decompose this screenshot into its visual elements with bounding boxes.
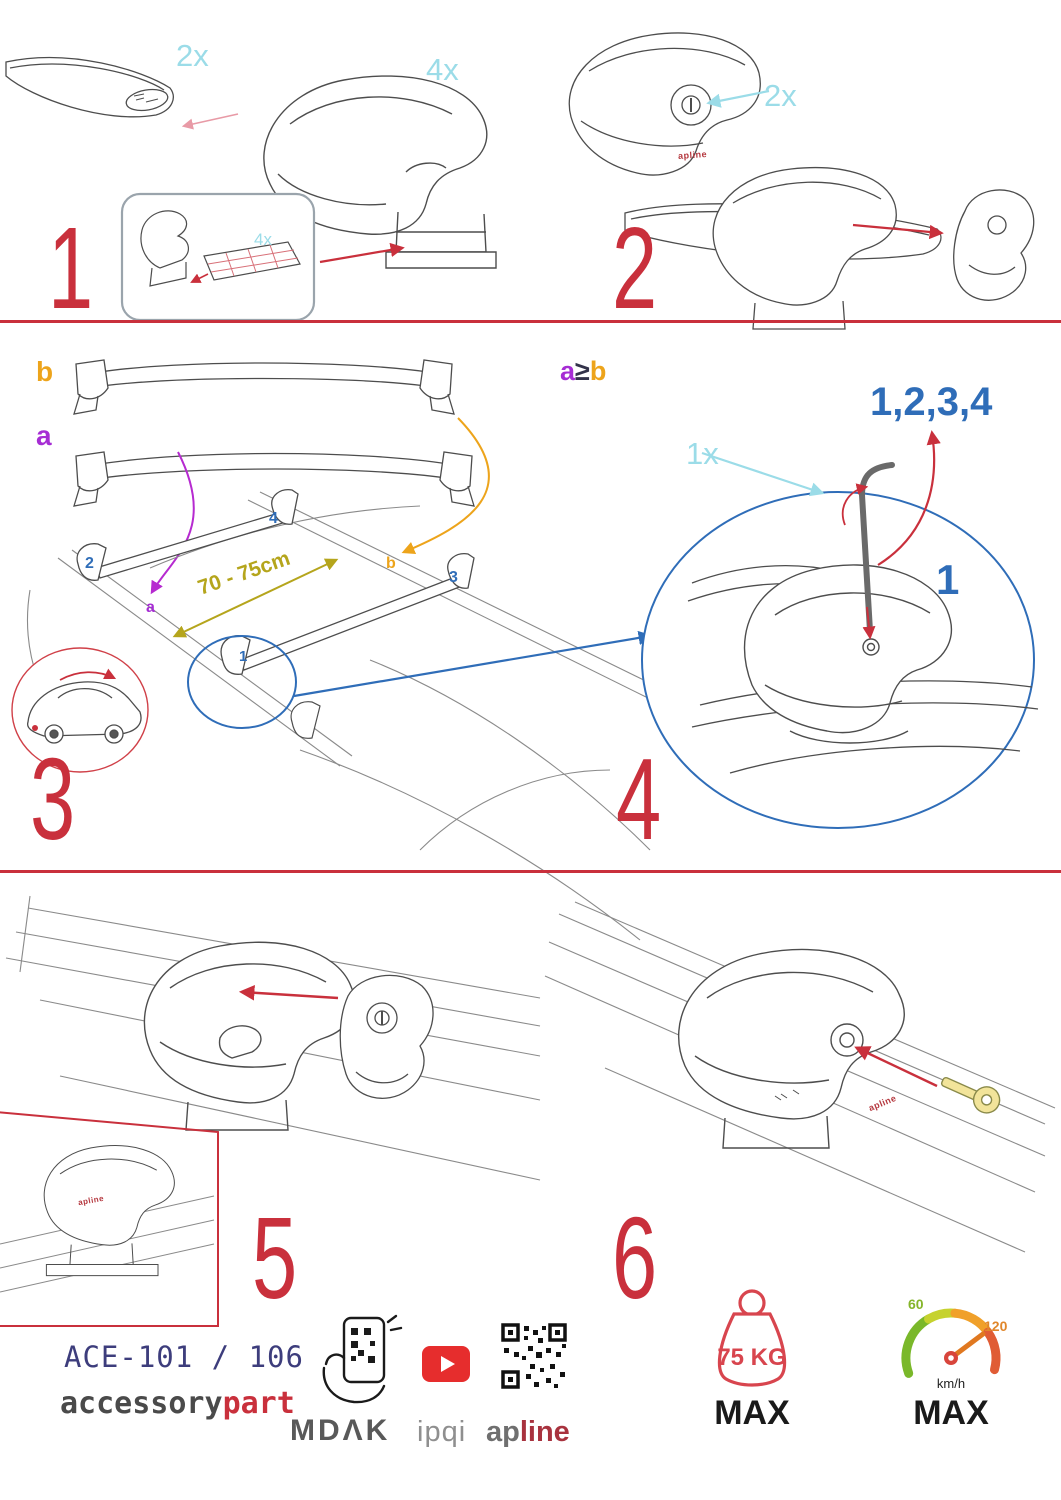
step1-number: 1 <box>48 203 93 333</box>
step2-number: 2 <box>612 203 657 333</box>
step4-number: 4 <box>616 734 661 864</box>
section-divider-1 <box>0 320 1061 323</box>
step5-illustration <box>0 895 541 1327</box>
foot-closeup-drawing <box>743 564 952 744</box>
crossbar-tube-drawing <box>5 56 174 118</box>
sequence-first-label: 1 <box>936 556 960 603</box>
inset-frame <box>0 1111 219 1327</box>
model-number: ACE-101 / 106 <box>64 1340 304 1374</box>
speed-unit-label: km/h <box>936 1376 966 1391</box>
car-inset <box>11 647 149 773</box>
lock-cover-drawing <box>339 974 434 1099</box>
step4-tool-qty: 1x <box>686 436 719 471</box>
roof-foot-1-label: 1 <box>239 648 248 665</box>
mdak-logo: MDΛK <box>290 1414 391 1447</box>
rear-crossbar-drawing <box>76 489 299 581</box>
step1-illustration <box>5 56 497 322</box>
step1-bar-qty: 2x <box>176 38 209 73</box>
foot-with-lock-drawing <box>677 948 905 1149</box>
condition-gte: ≥ <box>575 356 590 386</box>
youtube-icon <box>422 1346 470 1382</box>
speedometer-icon <box>901 1308 1001 1378</box>
foot-drawing <box>263 75 497 269</box>
condition-a: a <box>560 356 576 386</box>
roof-foot-4-label: 4 <box>269 510 278 527</box>
step6-number: 6 <box>612 1193 657 1323</box>
max-weight-value: 75 KG <box>717 1344 787 1371</box>
front-crossbar-drawing <box>220 553 475 675</box>
mounted-foot-inset-drawing <box>43 1145 175 1277</box>
phone-qr-scan-icon <box>322 1314 403 1404</box>
step2-lock-qty: 2x <box>764 78 797 113</box>
apline-gray: ap <box>486 1416 520 1448</box>
brand-wordmark: accessorypart <box>60 1386 295 1421</box>
bar-b-drawing <box>73 359 455 415</box>
step3-illustration <box>11 359 657 941</box>
roof-foot-2-label: 2 <box>85 555 94 572</box>
brand-red: part <box>222 1386 295 1421</box>
speed-low-label: 60 <box>908 1296 924 1312</box>
brand-gray: accessory <box>60 1386 223 1421</box>
step1-pad-qty: 4x <box>254 230 272 249</box>
step6-illustration <box>544 901 1056 1253</box>
condition-b: b <box>589 356 607 386</box>
roof-foot-3-label: 3 <box>449 569 458 586</box>
bar-a-drawing <box>73 451 475 507</box>
roof-bar-b-label: b <box>386 555 396 572</box>
bar-a-label: a <box>36 420 52 451</box>
foot-drawing <box>143 941 356 1131</box>
ipqi-logo: ipqi <box>417 1416 467 1448</box>
foot-top-view-drawing <box>568 32 761 176</box>
tighten-sequence-label: 1,2,3,4 <box>870 380 993 424</box>
bar-b-label: b <box>36 356 54 387</box>
step1-foot-qty: 4x <box>426 52 459 87</box>
cover-piece-drawing <box>953 189 1035 301</box>
condition-a-gte-b: a≥b <box>560 356 606 387</box>
step3-number: 3 <box>30 734 75 864</box>
step5-number: 5 <box>252 1193 297 1323</box>
max-weight-label: MAX <box>714 1394 790 1432</box>
step2-illustration <box>568 32 1035 330</box>
max-speed-label: MAX <box>913 1394 989 1432</box>
roof-bar-a-label: a <box>146 599 155 616</box>
detail-circle <box>187 635 297 729</box>
key-drawing <box>940 1076 1001 1114</box>
max-weight-icon <box>717 1289 787 1387</box>
apline-logo: apline <box>486 1416 570 1449</box>
qr-code <box>500 1322 568 1390</box>
speed-high-label: 120 <box>984 1318 1008 1334</box>
pad-inset <box>120 192 316 322</box>
section-divider-2 <box>0 870 1061 873</box>
step4-illustration <box>641 430 1039 829</box>
step2-brand-label: apline <box>677 149 708 161</box>
apline-red: line <box>519 1416 570 1448</box>
